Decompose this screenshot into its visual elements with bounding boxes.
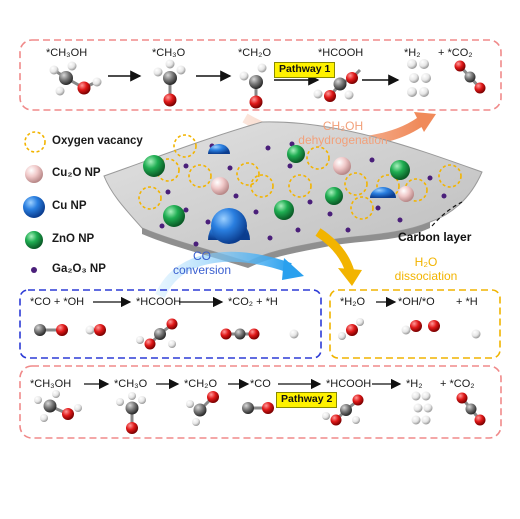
molecule-hcooh-top	[313, 68, 362, 102]
dehydrogenation-line1: CH₃OH	[322, 119, 364, 133]
molecule-oh-o-box	[401, 320, 481, 339]
legend-oxygen-vacancy-label: Oxygen vacancy	[52, 135, 143, 147]
dehydrogenation-note: CH₃OH dehydrogenation	[278, 119, 408, 148]
pathway-2-badge: Pathway 2	[276, 392, 338, 408]
h2o-dissociation-note: H₂O dissociation	[376, 255, 476, 284]
carbon-layer-label: Carbon layer	[398, 230, 472, 244]
h2o-dissociation-arrow	[315, 228, 355, 274]
molecule-hcooh-box	[136, 318, 178, 350]
legend-cu-label: Cu NP	[52, 200, 87, 212]
bottom-pathway-box	[19, 365, 502, 439]
legend	[23, 131, 46, 273]
legend-ga2o3-symbol	[31, 267, 37, 273]
molecule-co2-bottom	[456, 392, 486, 426]
top-label-ch2o: *CH₂O	[238, 47, 271, 59]
zno-nanoparticles	[143, 145, 410, 227]
co-conversion-note: CO conversion	[166, 249, 238, 278]
top-label-hcooh: *HCOOH	[318, 47, 364, 59]
bottom-label-co2: + *CO₂	[440, 378, 475, 390]
bottom-label-ch2o: *CH₂O	[184, 378, 217, 390]
legend-cu-symbol	[23, 196, 45, 218]
molecule-co2-box	[220, 328, 299, 340]
h2o-box-label-h2o: *H₂O	[340, 296, 366, 308]
molecule-ch2o-top	[239, 63, 267, 109]
cu2o-nanoparticles	[211, 157, 414, 202]
pathway-1-badge: Pathway 1	[274, 62, 336, 78]
molecule-co-box	[34, 324, 68, 336]
molecule-hcooh-bottom	[322, 394, 364, 426]
molecule-ch2o-bottom	[186, 391, 219, 426]
molecule-oh-box	[85, 324, 106, 336]
h2o-box-label-h: + *H	[456, 296, 478, 308]
top-label-h2: *H₂	[404, 47, 421, 59]
molecule-co2-top	[454, 60, 486, 94]
legend-ga2o3-label: Ga₂O₃ NP	[52, 263, 106, 275]
molecule-ch3o-top	[153, 59, 186, 107]
co-conversion-box	[19, 289, 322, 359]
molecule-ch3oh-top	[49, 61, 102, 96]
co-conversion-line1: CO	[193, 249, 211, 263]
bottom-label-h2: *H₂	[406, 378, 423, 390]
molecule-ch3o-bottom	[116, 392, 146, 434]
legend-zno-label: ZnO NP	[52, 233, 95, 245]
molecule-h2o-box	[338, 318, 364, 340]
bottom-label-co: *CO	[250, 378, 271, 390]
co-conversion-arrow	[155, 251, 292, 299]
dehydrogenation-line2: dehydrogenation	[298, 132, 388, 147]
co-box-label-hcooh: *HCOOH	[136, 296, 182, 308]
legend-zno-symbol	[25, 231, 43, 249]
carbon-layer-sheet	[103, 121, 483, 263]
bottom-label-hcooh: *HCOOH	[326, 378, 372, 390]
top-pathway-box	[19, 39, 502, 111]
molecule-h2-top	[407, 59, 431, 97]
bottom-label-ch3o: *CH₃O	[114, 378, 148, 390]
legend-oxygen-vacancy-symbol	[24, 131, 46, 153]
co-box-label-co-oh: *CO + *OH	[30, 296, 85, 308]
h2o-dissociation-line1: H₂O	[414, 255, 438, 269]
h2o-dissociation-box	[329, 289, 501, 359]
h2o-dissociation-line2: dissociation	[394, 268, 458, 283]
top-label-co2: + *CO₂	[438, 47, 473, 59]
top-label-ch3o: *CH₃O	[152, 47, 186, 59]
bottom-label-ch3oh: *CH₃OH	[30, 378, 72, 390]
molecule-co-bottom	[242, 402, 274, 414]
molecule-h2-bottom	[411, 391, 433, 425]
legend-cu2o-label: Cu₂O NP	[52, 167, 101, 179]
top-label-ch3oh: *CH₃OH	[46, 47, 88, 59]
legend-cu2o-symbol	[25, 165, 43, 183]
h2o-box-label-oh-o: *OH/*O	[398, 296, 435, 308]
co-box-label-co2-h: *CO₂ + *H	[228, 296, 278, 308]
molecule-ch3oh-bottom	[34, 390, 82, 422]
co-conversion-line2: conversion	[172, 262, 232, 277]
cu-nanoparticles	[208, 144, 396, 244]
